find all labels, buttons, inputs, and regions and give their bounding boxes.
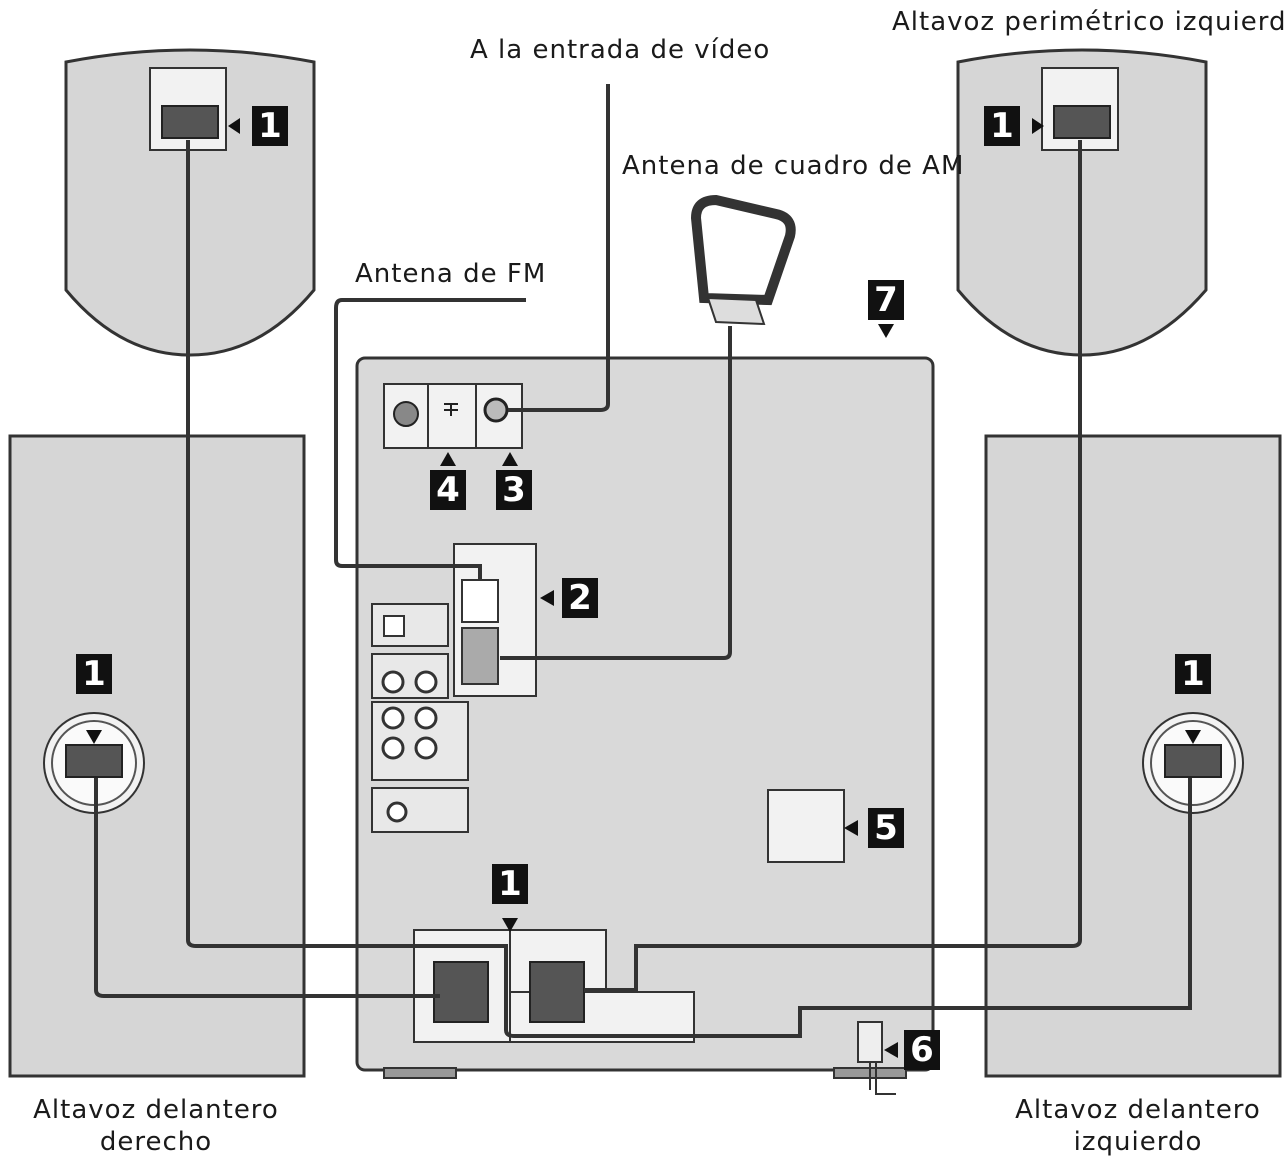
unit-foot-left (383, 1067, 457, 1079)
front-right-cable (94, 778, 440, 998)
fm-terminal (461, 579, 499, 623)
connection-cables (94, 84, 1192, 1038)
am-antenna-stand (706, 296, 766, 326)
front-right-label: Altavoz delantero derecho (20, 1094, 292, 1158)
callout-1-surround-right: 1 (252, 106, 288, 146)
fm-antenna-label: Antena de FM (355, 259, 547, 289)
callout-1-unit: 1 (492, 864, 528, 904)
video-out-jack (483, 397, 509, 423)
power-cord (869, 1062, 896, 1095)
front-left-label-line1: Altavoz delantero (1015, 1095, 1261, 1125)
audio-jack-panel-3 (371, 787, 469, 833)
front-left-terminal (1164, 744, 1222, 778)
callout-1-surround-left: 1 (984, 106, 1020, 146)
voltage-selector (767, 789, 845, 863)
am-antenna-wire (500, 326, 732, 660)
surround-speaker-jacks (529, 961, 585, 1023)
surround-right-terminal (161, 105, 219, 139)
am-antenna-label: Antena de cuadro de AM (622, 151, 965, 181)
am-loop-antenna (690, 194, 796, 306)
surround-right-cable (186, 140, 1192, 1038)
callout-1-front-left: 1 (1175, 654, 1211, 694)
ac-outlet-icon (393, 401, 419, 427)
callout-arrows (86, 118, 1201, 1058)
callout-5: 5 (868, 808, 904, 848)
front-right-label-line1: Altavoz delantero (33, 1095, 279, 1125)
front-right-label-line2: derecho (99, 1127, 213, 1157)
front-right-terminal (65, 744, 123, 778)
callout-2: 2 (562, 578, 598, 618)
front-speaker-jacks (433, 961, 489, 1023)
video-cable (508, 84, 610, 412)
power-cord-plug (857, 1021, 883, 1063)
callout-3: 3 (496, 470, 532, 510)
callout-6: 6 (904, 1030, 940, 1070)
fm-antenna-wire (334, 298, 526, 580)
optical-port (383, 615, 405, 637)
surround-left-cable (584, 140, 1082, 992)
ground-symbol-icon (444, 403, 458, 416)
surround-left-terminal (1053, 105, 1111, 139)
video-input-label: A la entrada de vídeo (470, 35, 771, 65)
am-terminal (461, 627, 499, 685)
callout-1-front-right: 1 (76, 654, 112, 694)
surround-left-label: Altavoz perimétrico izquierdo/ (892, 7, 1287, 37)
front-left-label: Altavoz delantero izquierdo (1002, 1094, 1274, 1158)
front-left-label-line2: izquierdo (1073, 1127, 1203, 1157)
callout-4: 4 (430, 470, 466, 510)
callout-7: 7 (868, 280, 904, 320)
